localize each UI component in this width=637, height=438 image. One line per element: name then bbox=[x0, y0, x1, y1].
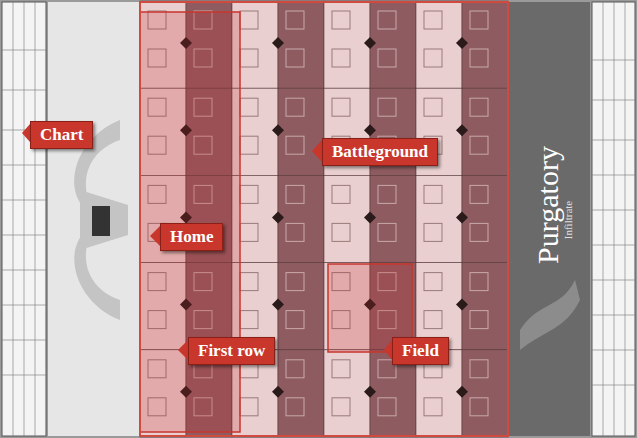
cell-slot bbox=[240, 273, 258, 291]
cell-slot bbox=[378, 223, 396, 241]
board-cell bbox=[278, 1, 324, 88]
board-cell bbox=[324, 350, 370, 437]
cell-slot bbox=[470, 360, 488, 378]
cell-slot bbox=[240, 98, 258, 116]
board-cell bbox=[278, 350, 324, 437]
cell-slot bbox=[470, 398, 488, 416]
cell-emblem bbox=[272, 386, 284, 398]
cell-slot bbox=[286, 136, 304, 154]
cell-emblem bbox=[456, 211, 468, 223]
board-cell bbox=[278, 263, 324, 350]
cell-slot bbox=[470, 185, 488, 203]
cell-slot bbox=[332, 223, 350, 241]
cell-slot bbox=[286, 398, 304, 416]
cell-emblem bbox=[456, 299, 468, 311]
board-cell bbox=[416, 175, 462, 262]
callout-text: First row bbox=[198, 341, 265, 360]
cell-slot bbox=[286, 11, 304, 29]
callout-tag: Field bbox=[392, 337, 449, 365]
cell-emblem bbox=[272, 37, 284, 49]
cell-slot bbox=[286, 223, 304, 241]
board-cell bbox=[370, 175, 416, 262]
board-cell bbox=[416, 1, 462, 88]
board-cell bbox=[324, 1, 370, 88]
cell-slot bbox=[424, 273, 442, 291]
board-cell bbox=[324, 175, 370, 262]
callout-text: Chart bbox=[40, 125, 83, 144]
callout-tag: Chart bbox=[30, 121, 93, 149]
cell-emblem bbox=[272, 124, 284, 136]
cell-emblem bbox=[272, 299, 284, 311]
callout-tag: Battleground bbox=[322, 138, 438, 166]
cell-slot bbox=[286, 360, 304, 378]
cell-slot bbox=[424, 11, 442, 29]
cell-slot bbox=[470, 273, 488, 291]
cell-slot bbox=[378, 398, 396, 416]
cell-slot bbox=[424, 398, 442, 416]
cell-slot bbox=[470, 223, 488, 241]
cell-emblem bbox=[456, 124, 468, 136]
cell-slot bbox=[332, 11, 350, 29]
board-cell bbox=[370, 1, 416, 88]
cell-slot bbox=[424, 185, 442, 203]
panel-title: Purgatory bbox=[531, 146, 565, 264]
cell-emblem bbox=[456, 386, 468, 398]
cell-slot bbox=[378, 49, 396, 67]
cell-emblem bbox=[364, 37, 376, 49]
board-cell bbox=[278, 88, 324, 175]
board-cell bbox=[462, 263, 508, 350]
cell-slot bbox=[424, 49, 442, 67]
cell-slot bbox=[240, 398, 258, 416]
cell-slot bbox=[240, 223, 258, 241]
cell-slot bbox=[286, 273, 304, 291]
cell-slot bbox=[332, 98, 350, 116]
board-cell bbox=[462, 1, 508, 88]
cell-emblem bbox=[364, 124, 376, 136]
cell-emblem bbox=[364, 386, 376, 398]
cell-emblem bbox=[364, 211, 376, 223]
callout-text: Home bbox=[170, 227, 213, 246]
cell-emblem bbox=[272, 211, 284, 223]
cell-slot bbox=[378, 11, 396, 29]
cell-slot bbox=[332, 185, 350, 203]
cell-slot bbox=[240, 185, 258, 203]
board-cell bbox=[278, 175, 324, 262]
cell-slot bbox=[378, 98, 396, 116]
panel-title: Infiltrate bbox=[562, 201, 574, 239]
cell-slot bbox=[470, 49, 488, 67]
cell-slot bbox=[470, 11, 488, 29]
cell-slot bbox=[240, 136, 258, 154]
cell-slot bbox=[424, 223, 442, 241]
board-cell bbox=[462, 350, 508, 437]
callout-tag: Home bbox=[160, 223, 223, 251]
cell-slot bbox=[240, 311, 258, 329]
cell-slot bbox=[470, 136, 488, 154]
cell-slot bbox=[378, 185, 396, 203]
cell-slot bbox=[240, 49, 258, 67]
board-cell bbox=[462, 88, 508, 175]
cell-slot bbox=[424, 98, 442, 116]
cell-emblem bbox=[456, 37, 468, 49]
cell-slot bbox=[332, 398, 350, 416]
board-cell bbox=[462, 175, 508, 262]
cell-slot bbox=[286, 311, 304, 329]
callout-text: Field bbox=[402, 341, 439, 360]
cell-slot bbox=[332, 49, 350, 67]
cell-slot bbox=[286, 98, 304, 116]
callout-tag: First row bbox=[188, 337, 275, 365]
cell-slot bbox=[470, 98, 488, 116]
cell-slot bbox=[470, 311, 488, 329]
cell-slot bbox=[332, 360, 350, 378]
cell-slot bbox=[286, 49, 304, 67]
cell-slot bbox=[424, 311, 442, 329]
cell-slot bbox=[240, 11, 258, 29]
cell-slot bbox=[286, 185, 304, 203]
callout-text: Battleground bbox=[332, 142, 428, 161]
